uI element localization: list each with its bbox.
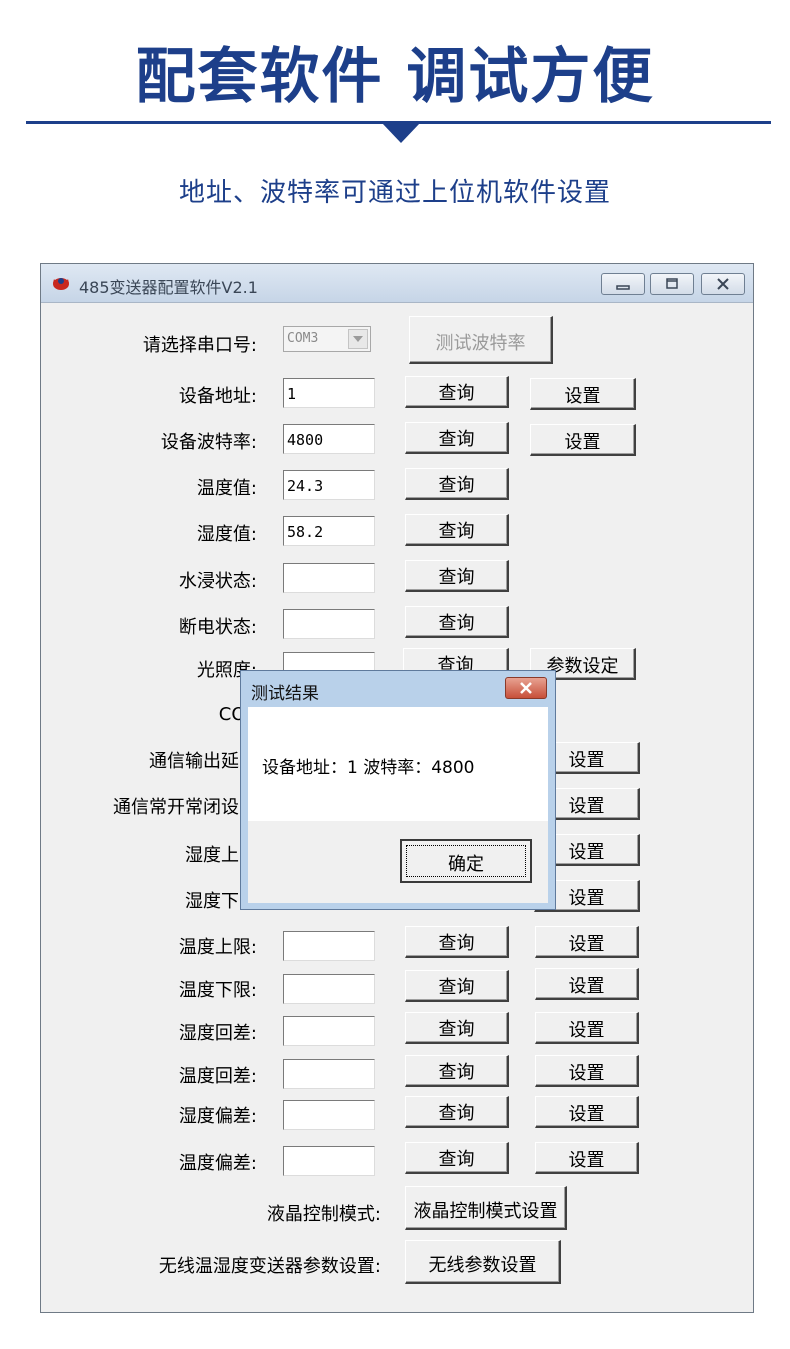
- humidity-hysteresis-field[interactable]: [283, 1016, 375, 1046]
- humidity-lower-label: 湿度下限: [185, 891, 257, 912]
- temp-upper-label: 温度上限:: [178, 937, 257, 958]
- humidity-offset-field[interactable]: [283, 1100, 375, 1130]
- maximize-button[interactable]: [650, 273, 694, 295]
- water-leak-label: 水浸状态:: [178, 571, 257, 592]
- config-window: 485变送器配置软件V2.1 请选择串口号: COM3 测试波特率 设备地址: …: [40, 263, 754, 1313]
- serial-port-label: 请选择串口号:: [142, 335, 257, 356]
- temp-upper-field[interactable]: [283, 931, 375, 961]
- temp-lower-field[interactable]: [283, 974, 375, 1004]
- close-button[interactable]: [701, 273, 745, 295]
- temp-hysteresis-label: 温度回差:: [178, 1066, 257, 1087]
- window-title: 485变送器配置软件V2.1: [79, 278, 258, 297]
- humidity-hysteresis-query-button[interactable]: 查询: [405, 1012, 509, 1044]
- temp-offset-query-button[interactable]: 查询: [405, 1142, 509, 1174]
- humidity-label: 湿度值:: [196, 524, 257, 545]
- water-leak-field[interactable]: [283, 563, 375, 593]
- relay-mode-label: 通信常开常闭设置: [113, 797, 257, 818]
- baud-rate-label: 设备波特率:: [160, 432, 257, 453]
- temp-lower-query-button[interactable]: 查询: [405, 970, 509, 1002]
- device-address-query-button[interactable]: 查询: [405, 376, 509, 408]
- temperature-field[interactable]: 24.3: [283, 470, 375, 500]
- temperature-query-button[interactable]: 查询: [405, 468, 509, 500]
- water-leak-query-button[interactable]: 查询: [405, 560, 509, 592]
- dropdown-button[interactable]: [348, 329, 368, 349]
- humidity-hysteresis-set-button[interactable]: 设置: [535, 1012, 639, 1044]
- lcd-mode-label: 液晶控制模式:: [266, 1204, 381, 1225]
- power-off-query-button[interactable]: 查询: [405, 606, 509, 638]
- humidity-offset-set-button[interactable]: 设置: [535, 1096, 639, 1128]
- illuminance-param-button[interactable]: 参数设定: [530, 648, 636, 680]
- temp-hysteresis-query-button[interactable]: 查询: [405, 1055, 509, 1087]
- temp-offset-set-button[interactable]: 设置: [535, 1142, 639, 1174]
- temperature-label: 温度值:: [196, 478, 257, 499]
- focus-ring: [406, 845, 526, 877]
- dialog-title: 测试结果: [251, 684, 319, 704]
- temp-hysteresis-field[interactable]: [283, 1059, 375, 1089]
- temp-offset-field[interactable]: [283, 1146, 375, 1176]
- minimize-button[interactable]: [601, 273, 645, 295]
- close-icon: [520, 682, 532, 694]
- serial-port-value: COM3: [287, 331, 319, 346]
- hero-title: 配套软件 调试方便: [135, 42, 655, 112]
- power-off-field[interactable]: [283, 609, 375, 639]
- wireless-params-button[interactable]: 无线参数设置: [405, 1240, 561, 1284]
- humidity-field[interactable]: 58.2: [283, 516, 375, 546]
- hero-divider-arrow: [382, 123, 420, 143]
- app-logo-icon: [53, 278, 69, 290]
- baud-rate-query-button[interactable]: 查询: [405, 422, 509, 454]
- dialog-close-button[interactable]: [505, 677, 547, 699]
- dialog-message: 设备地址：1 波特率：4800: [262, 758, 475, 778]
- humidity-upper-label: 湿度上限: [185, 845, 257, 866]
- temp-upper-set-button[interactable]: 设置: [535, 926, 639, 958]
- dialog-ok-button[interactable]: 确定: [400, 839, 532, 883]
- output-delay-set-button[interactable]: 设置: [534, 742, 640, 774]
- device-address-field[interactable]: 1: [283, 378, 375, 408]
- temp-lower-set-button[interactable]: 设置: [535, 968, 639, 1000]
- power-off-label: 断电状态:: [178, 617, 257, 638]
- temp-upper-query-button[interactable]: 查询: [405, 926, 509, 958]
- baud-rate-field[interactable]: 4800: [283, 424, 375, 454]
- humidity-offset-label: 湿度偏差:: [178, 1106, 257, 1127]
- humidity-query-button[interactable]: 查询: [405, 514, 509, 546]
- maximize-icon: [666, 278, 678, 289]
- minimize-icon: [616, 285, 630, 290]
- humidity-hysteresis-label: 湿度回差:: [178, 1023, 257, 1044]
- test-baud-button[interactable]: 测试波特率: [409, 316, 553, 364]
- temp-offset-label: 温度偏差:: [178, 1153, 257, 1174]
- temp-hysteresis-set-button[interactable]: 设置: [535, 1055, 639, 1087]
- device-address-label: 设备地址:: [178, 386, 257, 407]
- humidity-offset-query-button[interactable]: 查询: [405, 1096, 509, 1128]
- output-delay-label: 通信输出延时: [149, 751, 257, 772]
- dialog-ok-label: 确定: [448, 854, 484, 875]
- hero-divider: [26, 121, 771, 124]
- wireless-params-label: 无线温湿度变送器参数设置:: [158, 1256, 381, 1277]
- device-address-set-button[interactable]: 设置: [530, 378, 636, 410]
- test-result-dialog: 测试结果 设备地址：1 波特率：4800 确定: [240, 670, 556, 910]
- hero-subtitle: 地址、波特率可通过上位机软件设置: [178, 178, 611, 208]
- temp-lower-label: 温度下限:: [178, 980, 257, 1001]
- baud-rate-set-button[interactable]: 设置: [530, 424, 636, 456]
- chevron-down-icon: [353, 336, 363, 342]
- window-titlebar[interactable]: 485变送器配置软件V2.1: [41, 264, 753, 303]
- close-icon: [717, 278, 729, 290]
- serial-port-select[interactable]: COM3: [283, 326, 371, 352]
- lcd-mode-button[interactable]: 液晶控制模式设置: [405, 1186, 567, 1230]
